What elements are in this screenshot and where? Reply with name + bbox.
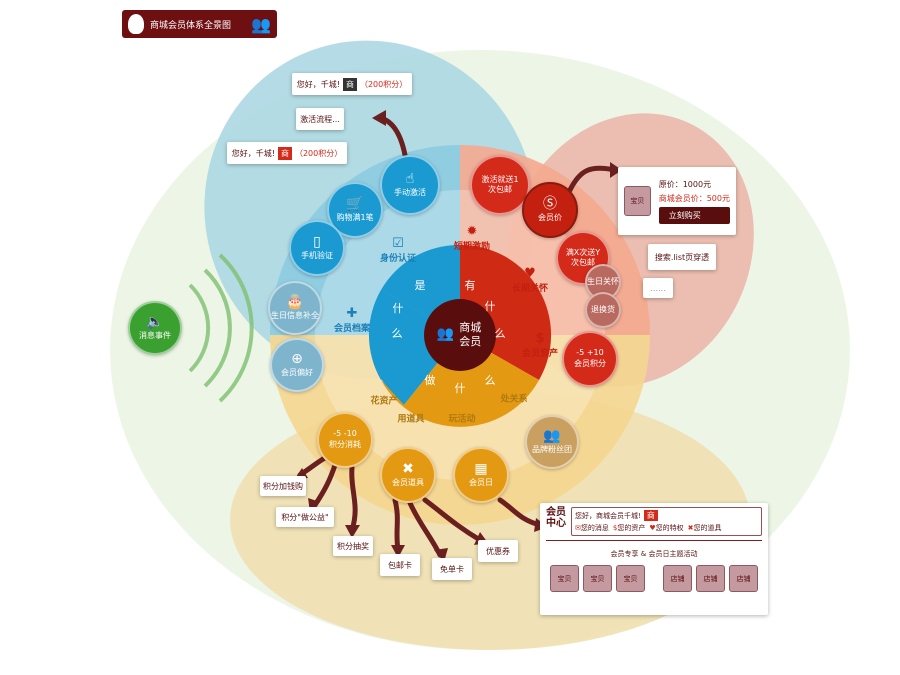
header-banner: 商城会员体系全景图 👥 — [122, 10, 277, 38]
ring-do-3: 么 — [484, 374, 496, 387]
dollar-icon: $ — [535, 331, 545, 346]
point-use-2: 积分"做公益" — [276, 507, 334, 527]
points-change-icon: -5 -10 — [333, 429, 357, 438]
tools-icon: ✖ — [402, 461, 414, 477]
short-term-label: ✹短期激励 — [453, 224, 491, 252]
assets-label: $会员资产 — [521, 331, 559, 359]
ring-has-1: 有 — [464, 279, 476, 292]
ring-do-1: 做 — [424, 374, 436, 387]
points-change-icon: -5 +10 — [576, 348, 604, 357]
assets-link[interactable]: $您的资产 — [612, 524, 646, 532]
core-member-circle[interactable]: 👥 商城会员 — [425, 300, 495, 370]
cake-icon: 🎂 — [286, 294, 304, 310]
ring-is-1: 是 — [414, 279, 426, 292]
greeting-box-before: 您好，千城!商（200积分） — [292, 73, 412, 95]
long-term-label: ♥长期关怀 — [511, 266, 549, 294]
greeting-box-after: 您好，千城!商（200积分） — [227, 142, 347, 164]
tile-item[interactable]: 宝贝 — [583, 565, 612, 592]
heart-icon: ♥ — [649, 524, 656, 532]
hand-pointer-icon: ☝ — [405, 171, 415, 187]
props-link[interactable]: ✖您的道具 — [687, 524, 722, 532]
privileges-link[interactable]: ♥您的特权 — [649, 524, 684, 532]
phone-icon: ▯ — [313, 234, 321, 250]
small-box: ...... — [643, 278, 673, 298]
member-day-circle[interactable]: ▦会员日 — [453, 447, 509, 503]
lightbulb-icon — [128, 14, 144, 34]
page-title: 商城会员体系全景图 — [150, 20, 232, 31]
price-card: 宝贝 原价：1000元 商城会员价：500元 立刻购买 — [618, 167, 736, 235]
prop-use-3: 优惠券 — [478, 540, 518, 562]
message-event-circle[interactable]: 🔈消息事件 — [128, 301, 182, 355]
returns-circle[interactable]: 退换货 — [585, 292, 621, 328]
ring-is-3: 么 — [391, 327, 403, 340]
target-icon: ⊕ — [291, 351, 303, 367]
cart-icon: 🛒 — [346, 196, 364, 212]
calendar-icon: ▦ — [474, 461, 488, 477]
people-icon: 👥 — [543, 428, 561, 444]
original-price: 原价：1000元 — [658, 179, 712, 189]
prop-use-2: 免单卡 — [432, 558, 472, 580]
speaker-icon: 🔈 — [146, 314, 164, 330]
tools-icon: ✖ — [687, 524, 694, 532]
tile-shop[interactable]: 店铺 — [729, 565, 758, 592]
manual-activate-circle[interactable]: ☝手动激活 — [380, 155, 440, 215]
member-center-subtitle: 会员专享 & 会员日主题活动 — [610, 550, 698, 558]
member-center-panel: 会员中心 您好，商城会员千城!商 ✉您的消息 $您的资产 ♥您的特权 ✖您的道具… — [540, 503, 768, 615]
ring-is-2: 什 — [392, 302, 404, 315]
fan-club-circle[interactable]: 👥品牌粉丝团 — [525, 415, 579, 469]
prop-use-1: 包邮卡 — [380, 554, 420, 576]
profile-label: ✚会员档案 — [333, 306, 371, 334]
member-greeting: 您好，商城会员千城! — [575, 512, 641, 520]
play-label: 玩活动 — [448, 414, 476, 425]
birthday-info-circle[interactable]: 🎂生日信息补全 — [268, 281, 322, 335]
phone-verify-circle[interactable]: ▯手机验证 — [289, 220, 345, 276]
spend-label: 花资产 — [370, 396, 398, 407]
relations-label: 处关系 — [500, 394, 528, 405]
burst-icon: ✹ — [466, 224, 478, 239]
tile-shop[interactable]: 店铺 — [696, 565, 725, 592]
use-props-label: 用道具 — [397, 414, 425, 425]
activation-flow-box: 激活流程... — [296, 108, 344, 130]
dollar-icon: $ — [612, 524, 618, 532]
checkbox-icon: ☑ — [392, 236, 404, 251]
preference-circle[interactable]: ⊕会员偏好 — [270, 338, 324, 392]
buy-now-button[interactable]: 立刻购买 — [658, 206, 730, 224]
tile-shop[interactable]: 店铺 — [663, 565, 692, 592]
people-icon: 👥 — [436, 326, 455, 343]
sale-tag-icon: Ⓢ — [543, 196, 557, 212]
identity-label: ☑身份认证 — [379, 236, 417, 264]
member-price: 商城会员价：500元 — [658, 193, 730, 203]
people-icon: 👥 — [251, 14, 271, 34]
search-penetration-box: 搜索.list页穿透 — [648, 244, 716, 270]
message-link[interactable]: ✉您的消息 — [575, 524, 609, 532]
envelope-icon: ✉ — [575, 524, 581, 532]
point-use-3: 积分抽奖 — [333, 536, 373, 556]
point-use-1: 积分加钱购 — [260, 476, 306, 496]
member-center-title: 会员中心 — [546, 507, 566, 529]
item-thumbnail[interactable]: 宝贝 — [624, 186, 651, 216]
ring-do-2: 什 — [454, 382, 466, 395]
ring-has-2: 什 — [484, 300, 496, 313]
ring-has-3: 么 — [494, 327, 506, 340]
tile-item[interactable]: 宝贝 — [616, 565, 645, 592]
free-ship-circle[interactable]: 激活就送1次包邮 — [470, 155, 530, 215]
core-label: 商城会员 — [459, 321, 482, 348]
heart-icon: ♥ — [524, 266, 536, 281]
puzzle-icon: ✚ — [346, 306, 358, 321]
tile-item[interactable]: 宝贝 — [550, 565, 579, 592]
member-props-circle[interactable]: ✖会员道具 — [380, 447, 436, 503]
